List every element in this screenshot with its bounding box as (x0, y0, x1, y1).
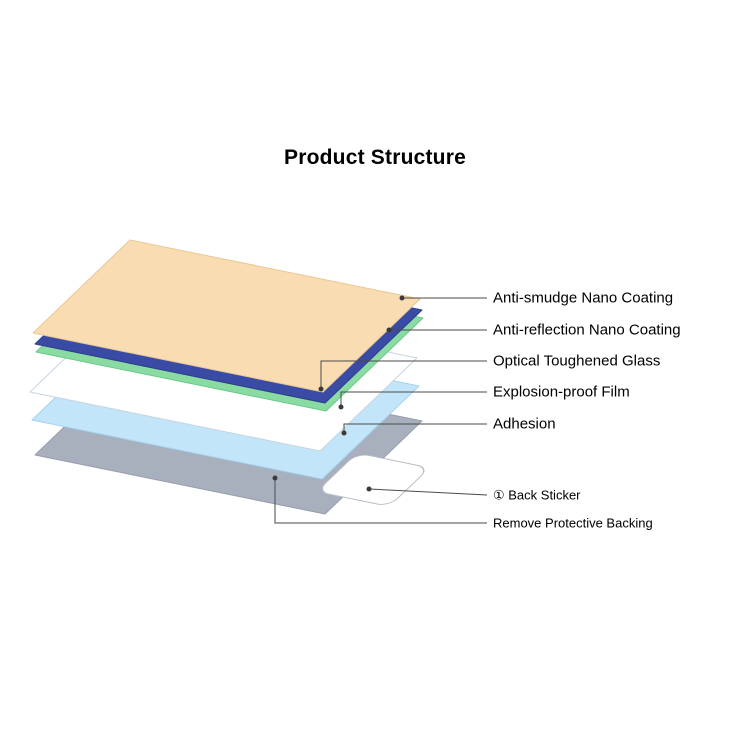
page-title: Product Structure (284, 146, 466, 169)
dot-adhesion (341, 430, 347, 436)
leader-adhesion (343, 423, 487, 433)
label-anti-reflection-nano-coating: Anti-reflection Nano Coating (493, 321, 681, 339)
label-back-sticker: ① Back Sticker (493, 487, 581, 503)
back-sticker-shape (321, 454, 425, 505)
dot-optical-glass (318, 386, 324, 392)
dot-anti-reflection (386, 327, 392, 333)
leader-explosion-proof-film (340, 391, 487, 407)
dot-remove-backing (272, 475, 278, 481)
label-explosion-proof-film: Explosion-proof Film (493, 383, 630, 401)
leader-remove-backing (274, 478, 487, 524)
dot-back-sticker (366, 486, 372, 492)
leader-optical-glass (320, 360, 487, 389)
label-remove-protective-backing: Remove Protective Backing (493, 515, 653, 531)
label-optical-toughened-glass: Optical Toughened Glass (493, 352, 661, 370)
leader-back-sticker (368, 488, 488, 496)
label-anti-smudge-nano-coating: Anti-smudge Nano Coating (493, 289, 674, 307)
dot-explosion-proof-film (338, 404, 344, 410)
layer-anti-smudge-nano-coating (32, 239, 421, 393)
dot-anti-smudge (399, 295, 405, 301)
label-adhesion: Adhesion (493, 415, 556, 433)
